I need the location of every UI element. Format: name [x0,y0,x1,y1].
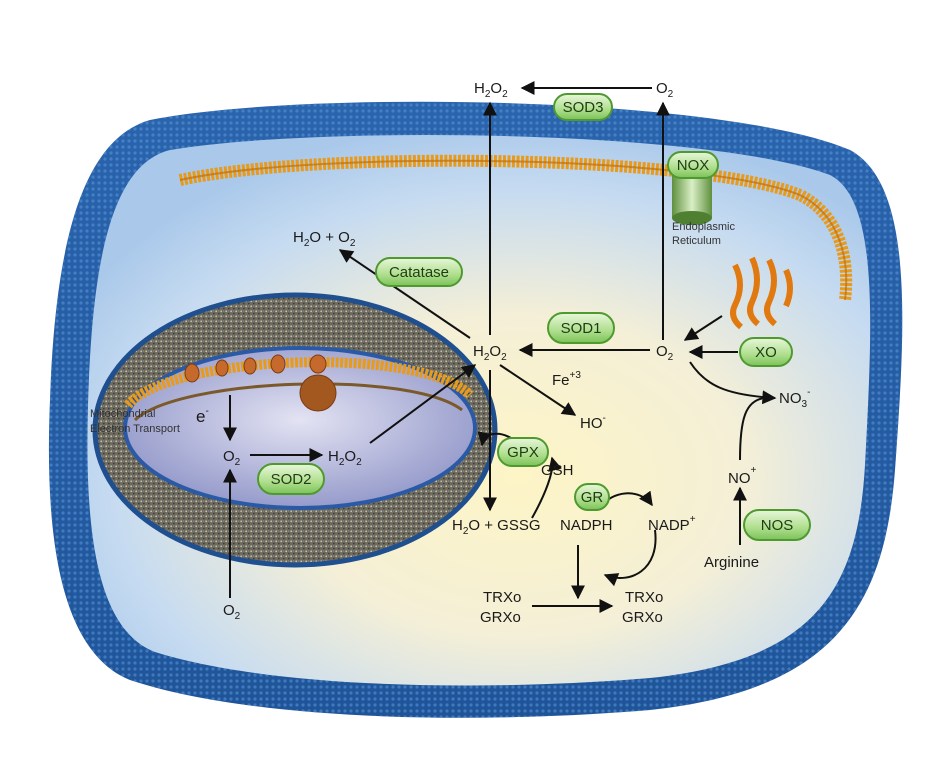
enzyme-sod3[interactable]: SOD3 [553,93,613,121]
nadph-label: NADPH [560,517,613,534]
enzyme-catalase[interactable]: Catatase [375,257,463,287]
etc-proteins [184,354,337,412]
enzyme-gpx-label: GPX [507,444,539,461]
no3-label: NO3- [779,387,810,410]
arginine-label: Arginine [704,554,759,571]
enzyme-sod2[interactable]: SOD2 [257,463,325,495]
pathway-arrows [223,81,777,613]
mitochondrion [92,292,498,568]
trx-left-2: GRXo [480,609,521,626]
enzyme-sod1[interactable]: SOD1 [547,312,615,344]
enzyme-sod1-label: SOD1 [561,320,602,337]
h2o2-cytosol: H2O2 [473,343,507,363]
trx-right-2: GRXo [622,609,663,626]
electron-label: e- [196,406,209,426]
enzyme-sod3-label: SOD3 [563,99,604,116]
nadp-label: NADP+ [648,514,696,534]
trx-right-1: TRXo [625,589,663,606]
enzyme-nox[interactable]: NOX [667,151,719,179]
er-label-2: Reticulum [672,235,721,247]
enzyme-catalase-label: Catatase [389,264,449,281]
h2o-plus-gssg: H2O + GSSG [452,517,541,537]
enzyme-gr[interactable]: GR [574,483,610,511]
o2-mitochondrial: O2 [223,448,241,468]
o2-bottom: O2 [223,602,241,622]
h2o-plus-o2: H2O + O2 [293,229,356,249]
enzyme-xo-label: XO [755,344,777,361]
trx-left-1: TRXo [483,589,521,606]
enzyme-nos-label: NOS [761,517,794,534]
no-plus-label: NO+ [728,465,757,487]
enzyme-gr-label: GR [581,489,604,506]
o2-cytosol: O2 [656,343,674,363]
golgi-stacks [730,256,793,330]
enzyme-nox-label: NOX [677,157,710,174]
enzyme-gpx[interactable]: GPX [497,437,549,467]
fe3-ion: Fe+3 [552,370,581,389]
h2o2-extracellular: H2O2 [474,80,508,100]
enzyme-nos[interactable]: NOS [743,509,811,541]
h2o2-mitochondrial: H2O2 [328,448,362,468]
mito-label-1: Mitochondrial [90,408,155,420]
enzyme-sod2-label: SOD2 [271,471,312,488]
er-label-1: Endoplasmic [672,221,735,233]
gsh-label: GSH [541,462,574,479]
hydroxyl-ion: HO- [580,413,606,432]
enzyme-xo[interactable]: XO [739,337,793,367]
o2-extracellular: O2 [656,80,674,100]
mito-label-2: Electron Transport [90,423,180,435]
